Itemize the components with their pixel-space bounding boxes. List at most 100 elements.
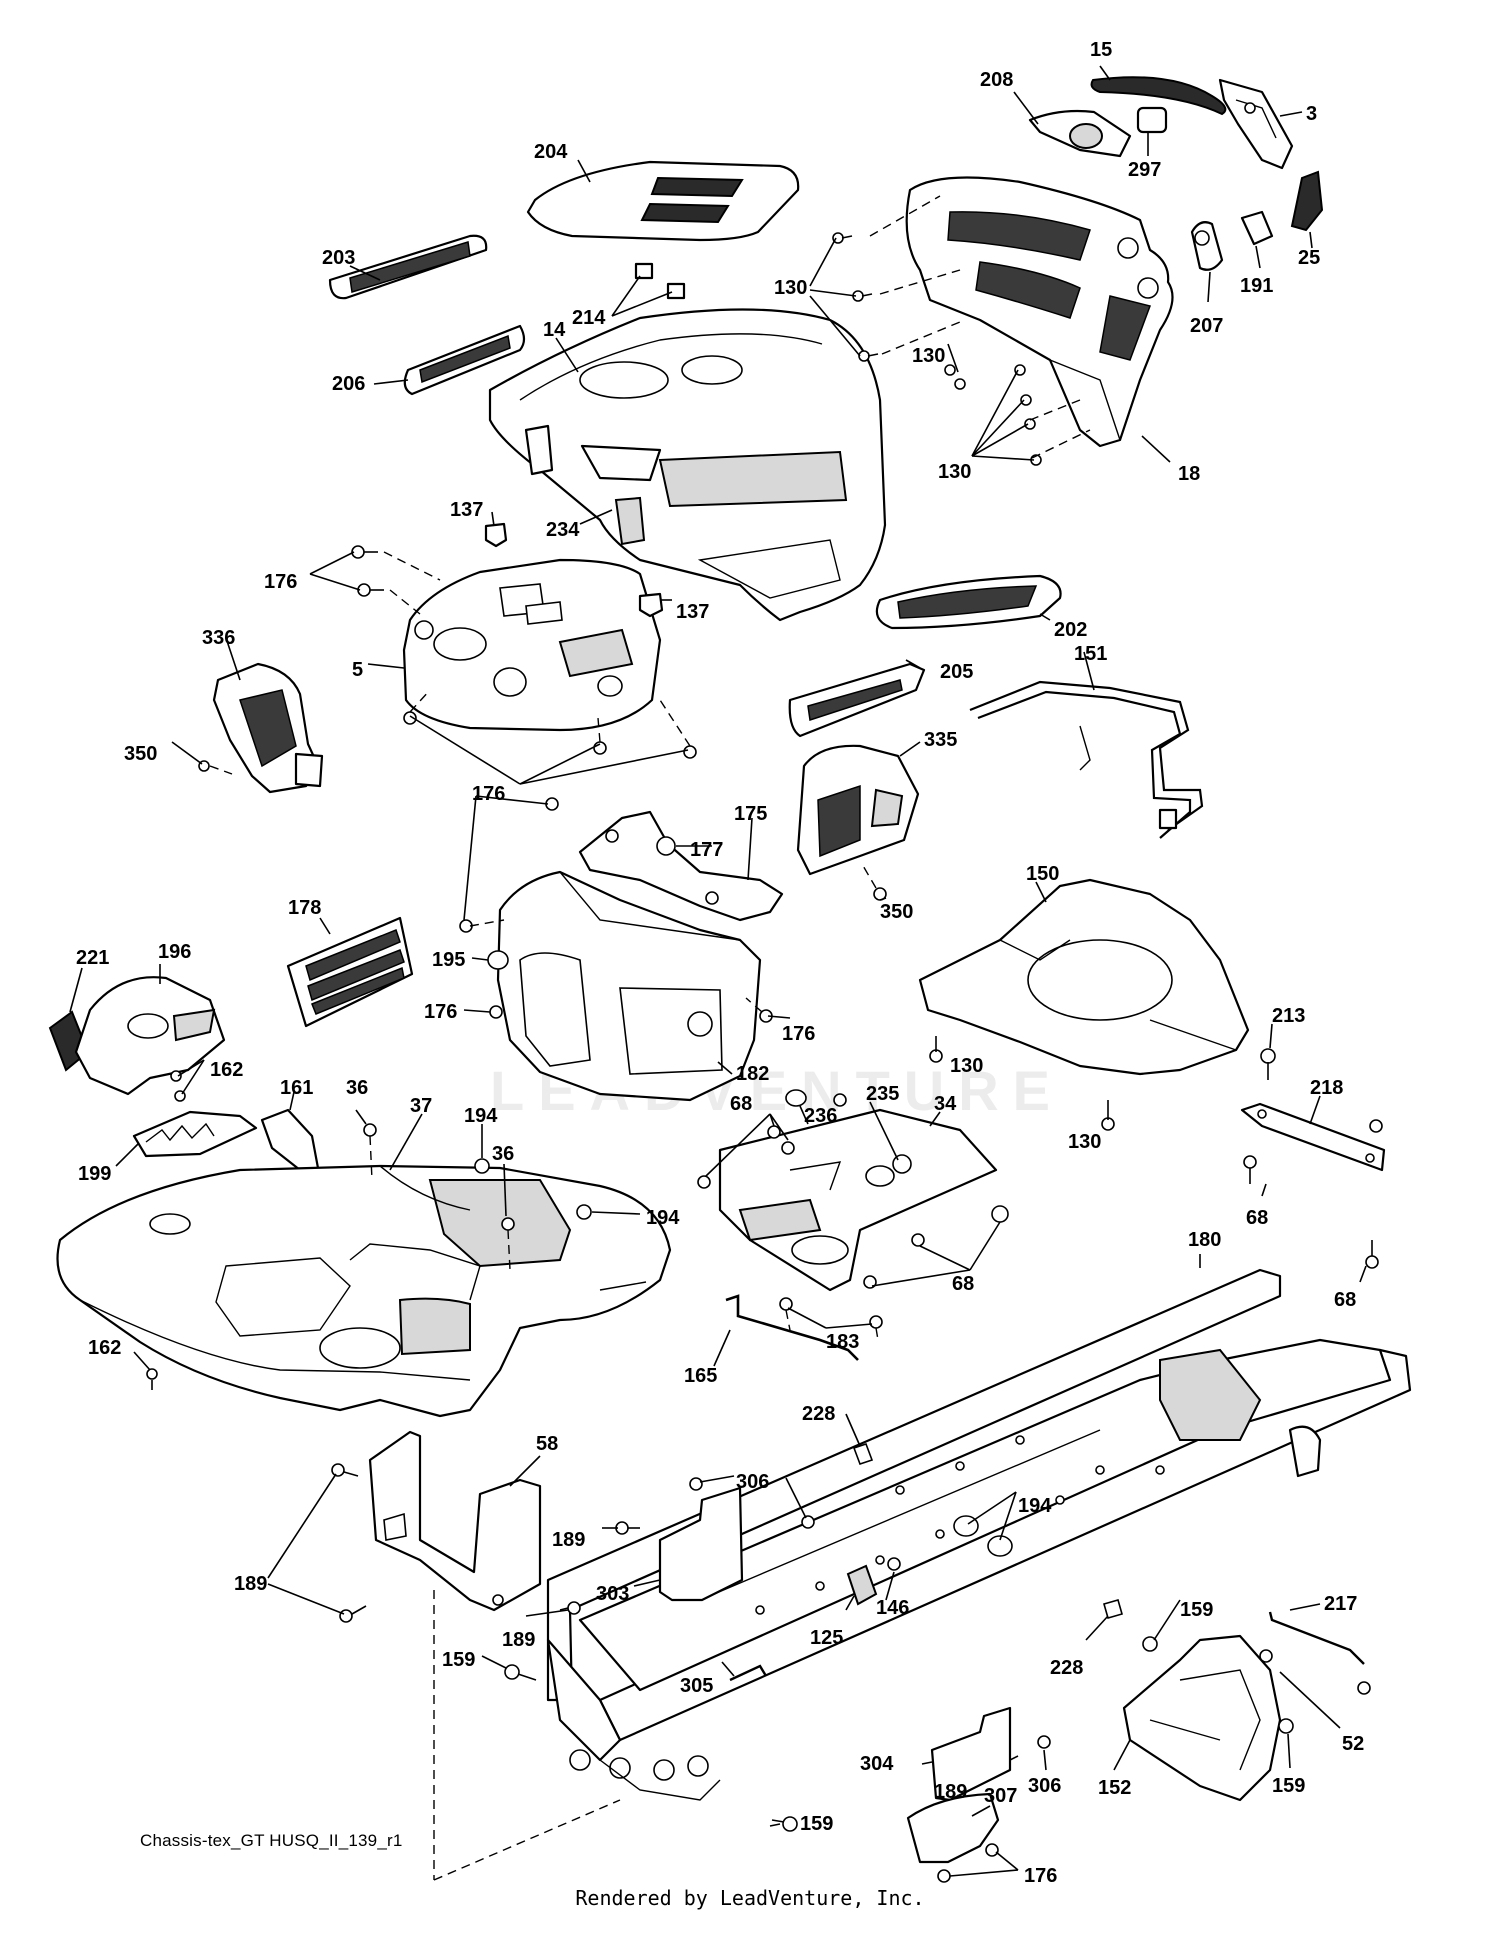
callout-350-a[interactable]: 350 — [124, 743, 157, 765]
part-165-rod[interactable] — [725, 1294, 859, 1361]
callout-196[interactable]: 196 — [158, 941, 191, 963]
callout-34[interactable]: 34 — [934, 1093, 957, 1115]
callout-161[interactable]: 161 — [280, 1077, 313, 1099]
callout-162-a[interactable]: 162 — [210, 1059, 243, 1081]
callout-228-a[interactable]: 228 — [802, 1403, 835, 1425]
callout-307[interactable]: 307 — [984, 1785, 1017, 1807]
callout-159-c[interactable]: 159 — [1272, 1775, 1305, 1797]
part-214-clips[interactable] — [634, 262, 686, 300]
part-191-bracket[interactable] — [1240, 210, 1274, 246]
part-234-decal[interactable] — [524, 424, 646, 546]
callout-176-c[interactable]: 176 — [424, 1001, 457, 1023]
part-137-clip-a[interactable] — [484, 522, 508, 548]
part-305-pin[interactable] — [729, 1664, 768, 1682]
part-196-fender-cover[interactable] — [74, 976, 226, 1096]
callout-306-a[interactable]: 306 — [736, 1471, 769, 1493]
callout-221[interactable]: 221 — [76, 947, 109, 969]
callout-159-a[interactable]: 159 — [1180, 1599, 1213, 1621]
part-125-clip[interactable] — [846, 1564, 878, 1606]
callout-183[interactable]: 183 — [826, 1331, 859, 1353]
callout-52[interactable]: 52 — [1342, 1733, 1364, 1755]
part-303-plate[interactable] — [658, 1486, 744, 1602]
callout-303[interactable]: 303 — [596, 1583, 629, 1605]
callout-68-c[interactable]: 68 — [952, 1273, 974, 1295]
callout-195[interactable]: 195 — [432, 949, 465, 971]
callout-130-d[interactable]: 130 — [950, 1055, 983, 1077]
part-199-shield[interactable] — [132, 1110, 258, 1158]
callout-58[interactable]: 58 — [536, 1433, 558, 1455]
part-25-corner-trim[interactable] — [1290, 170, 1324, 232]
part-34-mount-plate[interactable] — [718, 1108, 998, 1292]
part-37-fender-deck[interactable] — [56, 1164, 672, 1418]
callout-5[interactable]: 5 — [352, 659, 363, 681]
callout-189-c[interactable]: 189 — [502, 1629, 535, 1651]
part-205-trim[interactable] — [788, 662, 926, 738]
callout-175[interactable]: 175 — [734, 803, 767, 825]
callout-68-b[interactable]: 68 — [1246, 1207, 1268, 1229]
callout-189-a[interactable]: 189 — [552, 1529, 585, 1551]
callout-130-e[interactable]: 130 — [1068, 1131, 1101, 1153]
callout-235[interactable]: 235 — [866, 1083, 899, 1105]
callout-234[interactable]: 234 — [546, 519, 580, 541]
callout-208[interactable]: 208 — [980, 69, 1013, 91]
callout-217[interactable]: 217 — [1324, 1593, 1357, 1615]
callout-176-b[interactable]: 176 — [472, 783, 505, 805]
callout-130-b[interactable]: 130 — [912, 345, 945, 367]
part-18-front-grille-housing[interactable] — [905, 176, 1174, 448]
part-335-side-panel-right[interactable] — [796, 744, 920, 876]
part-152-battery-tray[interactable] — [1122, 1634, 1282, 1802]
part-3-side-trim[interactable] — [1218, 78, 1294, 170]
part-15-trim-strip[interactable] — [1090, 76, 1227, 116]
callout-206[interactable]: 206 — [332, 373, 365, 395]
callout-137-b[interactable]: 137 — [676, 601, 709, 623]
part-5-dash-panel[interactable] — [402, 558, 662, 732]
callout-15[interactable]: 15 — [1090, 39, 1112, 61]
callout-350-b[interactable]: 350 — [880, 901, 913, 923]
callout-306-b[interactable]: 306 — [1028, 1775, 1061, 1797]
callout-202[interactable]: 202 — [1054, 619, 1087, 641]
callout-159-d[interactable]: 159 — [800, 1813, 833, 1835]
part-175-plate[interactable] — [578, 810, 784, 922]
callout-304[interactable]: 304 — [860, 1753, 894, 1775]
part-182-pedestal[interactable] — [496, 870, 762, 1102]
part-306-nut[interactable] — [689, 1477, 1051, 1749]
callout-178[interactable]: 178 — [288, 897, 321, 919]
callout-218[interactable]: 218 — [1310, 1077, 1343, 1099]
callout-177[interactable]: 177 — [690, 839, 723, 861]
callout-194-b[interactable]: 194 — [646, 1207, 680, 1229]
callout-176-e[interactable]: 176 — [1024, 1865, 1057, 1887]
callout-335[interactable]: 335 — [924, 729, 957, 751]
callout-297[interactable]: 297 — [1128, 159, 1161, 181]
callout-150[interactable]: 150 — [1026, 863, 1059, 885]
callout-194-c[interactable]: 194 — [1018, 1495, 1052, 1517]
callout-189-d[interactable]: 189 — [934, 1781, 967, 1803]
callout-151[interactable]: 151 — [1074, 643, 1107, 665]
part-336-side-panel-left[interactable] — [212, 662, 324, 794]
part-195-grommet[interactable] — [487, 950, 509, 970]
callout-36-b[interactable]: 36 — [492, 1143, 514, 1165]
part-151-bracket[interactable] — [969, 680, 1204, 839]
callout-18[interactable]: 18 — [1178, 463, 1200, 485]
part-52-nut[interactable] — [1259, 1649, 1371, 1695]
callout-176-a[interactable]: 176 — [264, 571, 297, 593]
callout-204[interactable]: 204 — [534, 141, 568, 163]
callout-180[interactable]: 180 — [1188, 1229, 1221, 1251]
part-206-grille-insert[interactable] — [403, 324, 526, 396]
part-304-plate[interactable] — [930, 1706, 1012, 1802]
part-218-bracket[interactable] — [1240, 1102, 1386, 1172]
callout-159-b[interactable]: 159 — [442, 1649, 475, 1671]
callout-165[interactable]: 165 — [684, 1365, 717, 1387]
callout-162-b[interactable]: 162 — [88, 1337, 121, 1359]
part-204-hood-scoop[interactable] — [526, 160, 800, 242]
callout-14[interactable]: 14 — [543, 319, 566, 341]
callout-194-a[interactable]: 194 — [464, 1105, 498, 1127]
callout-37[interactable]: 37 — [410, 1095, 432, 1117]
callout-125[interactable]: 125 — [810, 1627, 843, 1649]
callout-213[interactable]: 213 — [1272, 1005, 1305, 1027]
part-150-deck-shield[interactable] — [918, 878, 1250, 1076]
callout-203[interactable]: 203 — [322, 247, 355, 269]
callout-152[interactable]: 152 — [1098, 1777, 1131, 1799]
part-307-cover[interactable] — [906, 1792, 1000, 1883]
callout-25[interactable]: 25 — [1298, 247, 1320, 269]
part-208-headlight-trim[interactable] — [1028, 109, 1132, 158]
